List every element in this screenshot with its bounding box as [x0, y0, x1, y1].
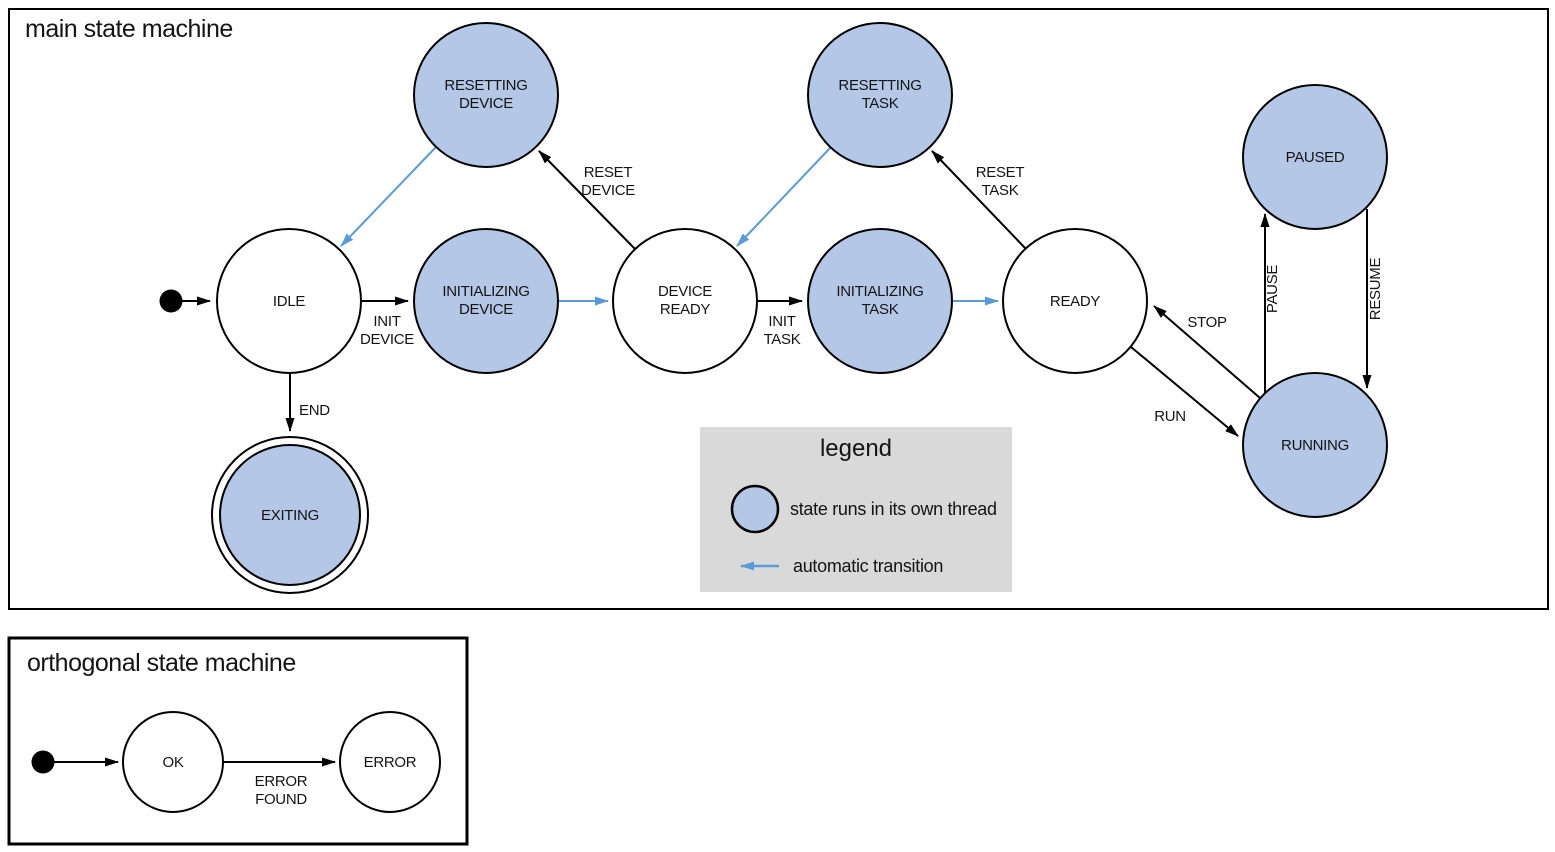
transition-stop-label: STOP — [1187, 314, 1227, 331]
state-running-label: RUNNING — [1281, 437, 1349, 454]
state-idle-circle — [216, 228, 362, 374]
state-resetting-device-circle — [413, 22, 559, 168]
state-device-ready-circle — [612, 228, 758, 374]
state-running-circle — [1242, 372, 1388, 518]
state-initializing-device-circle — [413, 228, 559, 374]
transition-error-found-label: ERROR FOUND — [255, 773, 308, 808]
state-device-ready-label-line1: DEVICE — [658, 283, 712, 300]
state-resetting-task-label-line1: RESETTING — [838, 77, 921, 94]
transition-reset-device-label-line1: RESET — [584, 164, 633, 181]
legend-box: legend state runs in its own thread auto… — [700, 427, 1012, 592]
transition-end-label: END — [299, 402, 330, 419]
transition-reset-device-label-line2: DEVICE — [581, 182, 635, 199]
state-idle: IDLE — [216, 228, 362, 374]
state-initializing-task: INITIALIZING TASK — [807, 228, 953, 374]
transition-error-found-label-line1: ERROR — [255, 773, 308, 790]
transition-init-device-label-line1: INIT — [373, 313, 400, 330]
transition-error-found-label-line2: FOUND — [255, 791, 307, 808]
legend-thread-state-swatch — [730, 484, 780, 534]
transition-reset-task-label-line1: RESET — [976, 164, 1025, 181]
transition-reset-device-label: RESET DEVICE — [581, 164, 636, 199]
transition-init-task-label: INIT TASK — [764, 313, 801, 348]
state-exiting-circle — [219, 444, 361, 586]
state-error-label: ERROR — [364, 754, 417, 771]
state-device-ready-label-line2: READY — [660, 301, 710, 318]
state-paused-label: PAUSED — [1286, 149, 1345, 166]
transition-reset-task-label: RESET TASK — [976, 164, 1025, 199]
state-error: ERROR — [339, 711, 441, 813]
main-machine-frame — [8, 8, 1549, 610]
state-ready-label: READY — [1050, 293, 1100, 310]
transition-reset-device-arrow — [538, 150, 636, 250]
state-paused: PAUSED — [1242, 84, 1388, 230]
transition-resume-label: RESUME — [1367, 258, 1384, 321]
state-resetting-task: RESETTING TASK — [807, 22, 953, 168]
orthogonal-initial-state-dot — [31, 750, 55, 774]
state-device-ready: DEVICE READY — [612, 228, 758, 374]
transition-init-task-label-line1: INIT — [768, 313, 795, 330]
transition-init-task-label-line2: TASK — [764, 331, 801, 348]
state-resetting-task-circle — [807, 22, 953, 168]
state-initializing-task-circle — [807, 228, 953, 374]
state-initializing-task-label-line2: TASK — [862, 301, 899, 318]
state-exiting: EXITING — [211, 436, 369, 594]
transition-resetting-task-to-device-ready-arrow — [736, 146, 832, 247]
state-resetting-device: RESETTING DEVICE — [413, 22, 559, 168]
transition-reset-task-arrow — [931, 150, 1027, 250]
state-paused-circle — [1242, 84, 1388, 230]
state-initializing-device-label-line2: DEVICE — [459, 301, 513, 318]
state-resetting-device-label-line2: DEVICE — [459, 95, 513, 112]
legend-auto-transition-label: automatic transition — [793, 556, 943, 576]
state-running: RUNNING — [1242, 372, 1388, 518]
orthogonal-machine-title: orthogonal state machine — [27, 649, 296, 677]
initial-state-dot — [159, 289, 183, 313]
state-ok: OK — [122, 711, 224, 813]
state-initializing-device-label-line1: INITIALIZING — [442, 283, 529, 300]
transition-reset-task-label-line2: TASK — [982, 182, 1019, 199]
state-initializing-task-label-line1: INITIALIZING — [836, 283, 923, 300]
state-ok-circle — [122, 711, 224, 813]
transition-run-arrow — [1130, 346, 1239, 437]
legend-title: legend — [820, 435, 892, 462]
state-resetting-device-label-line1: RESETTING — [444, 77, 527, 94]
transition-init-device-label: INIT DEVICE — [360, 313, 415, 348]
transition-init-device-label-line2: DEVICE — [360, 331, 414, 348]
transition-stop-arrow — [1153, 305, 1261, 399]
state-ready: READY — [1002, 228, 1148, 374]
legend-thread-state-label: state runs in its own thread — [790, 499, 997, 519]
transition-pause-label: PAUSE — [1264, 265, 1281, 314]
transition-run-label: RUN — [1154, 408, 1186, 425]
state-initializing-device: INITIALIZING DEVICE — [413, 228, 559, 374]
transition-resetting-device-to-idle-arrow — [340, 146, 437, 247]
orthogonal-machine-frame — [7, 636, 469, 846]
state-ok-label: OK — [162, 754, 183, 771]
state-resetting-task-label-line2: TASK — [862, 95, 899, 112]
state-exiting-label: EXITING — [261, 507, 319, 524]
state-ready-circle — [1002, 228, 1148, 374]
state-idle-label: IDLE — [273, 293, 305, 310]
main-machine-title: main state machine — [25, 15, 233, 43]
state-error-circle — [339, 711, 441, 813]
